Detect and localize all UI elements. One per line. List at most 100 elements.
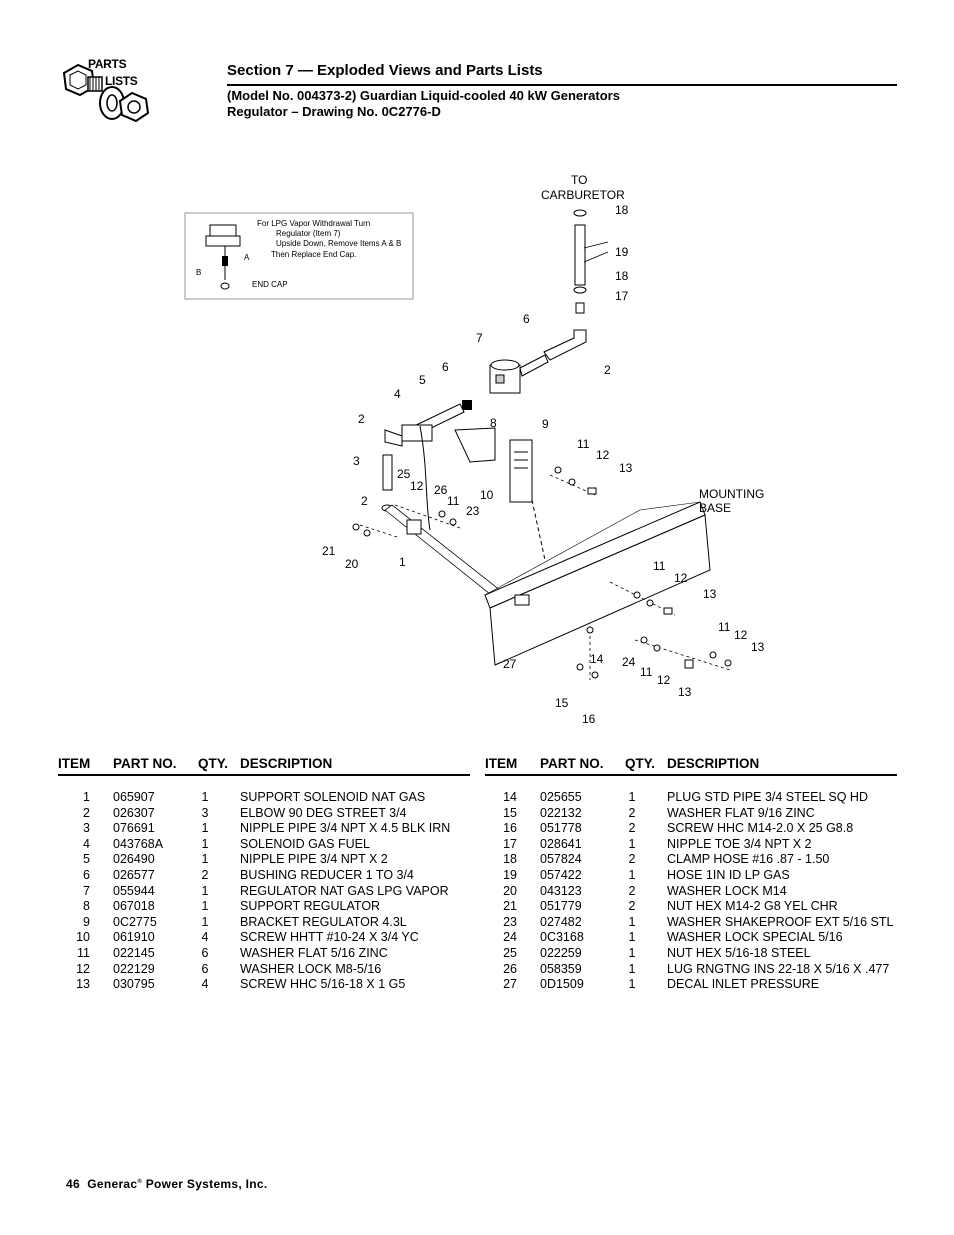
cell-part: 051778: [540, 821, 582, 836]
cell-item: 14: [503, 790, 517, 804]
cell-part: 026307: [113, 805, 155, 820]
cell-part: 043123: [540, 883, 582, 898]
callout: 12: [657, 673, 671, 687]
registered-mark: ®: [137, 1179, 143, 1185]
callout-numbers: 18 19 18 17 6 7 2 6 5 4 2 8 9 3 11 12 13…: [322, 203, 765, 726]
note-line-4: Then Replace End Cap.: [271, 250, 356, 259]
callout: 2: [361, 494, 368, 508]
header-description: DESCRIPTION: [667, 756, 760, 771]
header-item: ITEM: [485, 756, 518, 771]
cell-desc: SCREW HHC 5/16-18 X 1 G5: [240, 977, 406, 992]
cell-desc: PLUG STD PIPE 3/4 STEEL SQ HD: [667, 790, 868, 804]
callout: 6: [523, 312, 530, 326]
cell-item: 26: [503, 961, 517, 976]
table-header: ITEM PART NO. QTY. DESCRIPTION: [485, 756, 897, 776]
cell-desc: WASHER LOCK SPECIAL 5/16: [667, 930, 843, 945]
callout: 4: [394, 387, 401, 401]
callout: 2: [604, 363, 611, 377]
cell-desc: WASHER SHAKEPROOF EXT 5/16 STL: [667, 914, 894, 929]
cell-item: 13: [76, 977, 90, 992]
callout: 13: [619, 461, 633, 475]
cell-desc: WASHER LOCK M14: [667, 883, 787, 898]
callout: 6: [442, 360, 449, 374]
cell-part: 0C2775: [113, 914, 157, 929]
callout: 11: [653, 559, 666, 573]
cell-qty: 4: [201, 977, 209, 992]
note-line-3: Upside Down, Remove Items A & B: [276, 239, 401, 248]
exploded-view-drawing: For LPG Vapor Withdrawal Turn Regulator …: [184, 173, 765, 726]
header-qty: QTY.: [625, 756, 656, 771]
cell-desc: DECAL INLET PRESSURE: [667, 977, 820, 992]
cell-qty: 1: [628, 914, 636, 929]
cell-item: 3: [83, 821, 90, 836]
lpg-note-inset: For LPG Vapor Withdrawal Turn Regulator …: [184, 212, 414, 300]
callout: 2: [358, 412, 365, 426]
cell-qty: 1: [201, 836, 209, 851]
cell-item: 19: [503, 867, 517, 882]
cell-part: 028641: [540, 836, 582, 851]
callout: 7: [476, 331, 483, 345]
cell-qty: 2: [628, 821, 636, 836]
cell-qty: 1: [201, 899, 209, 914]
callout: 3: [353, 454, 360, 468]
callout: 11: [447, 494, 460, 508]
callout: 10: [480, 488, 494, 502]
cell-part: 022259: [540, 945, 582, 960]
header-qty: QTY.: [198, 756, 229, 771]
callout: 27: [503, 657, 517, 671]
cell-qty: 6: [201, 961, 209, 976]
cell-qty: 2: [628, 852, 636, 867]
cell-desc: BUSHING REDUCER 1 TO 3/4: [240, 867, 414, 882]
note-line-2: Regulator (Item 7): [276, 229, 341, 238]
cell-desc: SCREW HHC M14-2.0 X 25 G8.8: [667, 821, 854, 836]
cell-desc: LUG RNGTNG INS 22-18 X 5/16 X .477: [667, 961, 890, 976]
cell-item: 21: [503, 899, 517, 914]
cell-part: 025655: [540, 790, 582, 804]
callout: 12: [410, 479, 424, 493]
callout: 13: [678, 685, 692, 699]
solenoid-pipe-sketch: [381, 424, 516, 611]
cell-qty: 4: [201, 930, 209, 945]
cell-item: 27: [503, 977, 517, 992]
note-line-1: For LPG Vapor Withdrawal Turn: [257, 219, 370, 228]
cell-part: 022145: [113, 945, 155, 960]
cell-part: 0C3168: [540, 930, 584, 945]
cell-item: 23: [503, 914, 517, 929]
cell-part: 022132: [540, 805, 582, 820]
cell-item: 18: [503, 852, 517, 867]
callout: 1: [399, 555, 406, 569]
mounting-base-sketch: [484, 501, 711, 666]
cell-item: 8: [83, 899, 90, 914]
cell-desc: BRACKET REGULATOR 4.3L: [240, 914, 407, 929]
callout: 17: [615, 289, 629, 303]
callout: 20: [345, 557, 359, 571]
cell-desc: NUT HEX M14-2 G8 YEL CHR: [667, 899, 838, 914]
callout: 11: [718, 620, 731, 634]
callout: 15: [555, 696, 569, 710]
cell-item: 16: [503, 821, 517, 836]
footer-company: Generac: [87, 1177, 138, 1191]
callout: 12: [734, 628, 748, 642]
cell-qty: 1: [201, 914, 209, 929]
footer-company-rest: Power Systems, Inc.: [145, 1177, 268, 1191]
cell-desc: WASHER LOCK M8-5/16: [240, 961, 382, 976]
to-carburetor-line1: TO: [571, 173, 587, 187]
cell-item: 6: [83, 867, 90, 882]
table-row: 16 051778 2 SCREW HHC M14-2.0 X 25 G8.8: [485, 821, 897, 837]
cell-desc: NIPPLE PIPE 3/4 NPT X 4.5 BLK IRN: [240, 821, 451, 836]
cell-part: 061910: [113, 930, 155, 945]
cell-part: 057824: [540, 852, 582, 867]
cell-qty: 1: [628, 961, 636, 976]
